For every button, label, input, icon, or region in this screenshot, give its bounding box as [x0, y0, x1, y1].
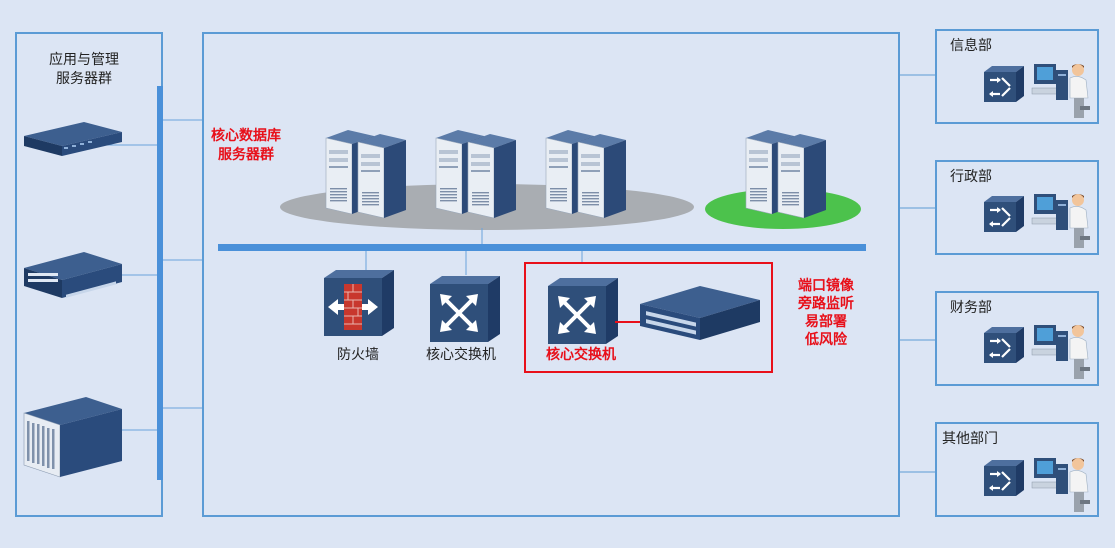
db-server-pair-3 — [546, 130, 626, 218]
rack-switch-2u — [24, 252, 122, 298]
firewall-label: 防火墙 — [337, 347, 379, 363]
core-db-group-label: 核心数据库 服务器群 — [211, 128, 281, 163]
db-server-pair-2 — [436, 130, 516, 218]
dept-box-other — [935, 422, 1099, 517]
mirror-annotation: 端口镜像 旁路监听 易部署 低风险 — [798, 278, 854, 348]
monitoring-appliance — [640, 286, 760, 340]
blade-chassis — [23, 396, 123, 478]
mirror-core-switch-label: 核心交换机 — [546, 347, 616, 363]
core-network-panel — [202, 32, 900, 517]
core-switch-icon — [428, 274, 502, 344]
app-server-group-label: 应用与管理 服务器群 — [49, 52, 119, 87]
left-vertical-bus — [157, 86, 163, 480]
workstation-icon — [1031, 324, 1091, 380]
firewall-icon — [323, 269, 395, 337]
dept-box-admin — [935, 160, 1099, 255]
workstation-icon — [1031, 193, 1091, 249]
core-bus — [218, 244, 866, 251]
dept-label-admin: 行政部 — [950, 169, 992, 185]
workstation-icon — [1031, 63, 1091, 119]
mirror-core-switch-icon — [546, 276, 620, 346]
dept-switch-icon — [982, 325, 1026, 365]
dept-box-info — [935, 29, 1099, 124]
dept-switch-icon — [982, 64, 1026, 104]
dept-label-other: 其他部门 — [942, 431, 998, 447]
dept-box-finance — [935, 291, 1099, 386]
core-bus-links — [365, 228, 583, 275]
core-switch-label: 核心交换机 — [426, 347, 496, 363]
workstation-icon — [1031, 457, 1091, 513]
dept-label-finance: 财务部 — [950, 300, 992, 316]
mirror-highlight-box — [524, 262, 773, 373]
dept-label-info: 信息部 — [950, 38, 992, 54]
db-server-pair-1 — [326, 130, 406, 218]
dept-links — [899, 74, 936, 473]
dept-switch-icon — [982, 194, 1026, 234]
rack-server-1u — [24, 122, 122, 156]
dept-switch-icon — [982, 458, 1026, 498]
db-server-pair-4 — [746, 130, 826, 218]
